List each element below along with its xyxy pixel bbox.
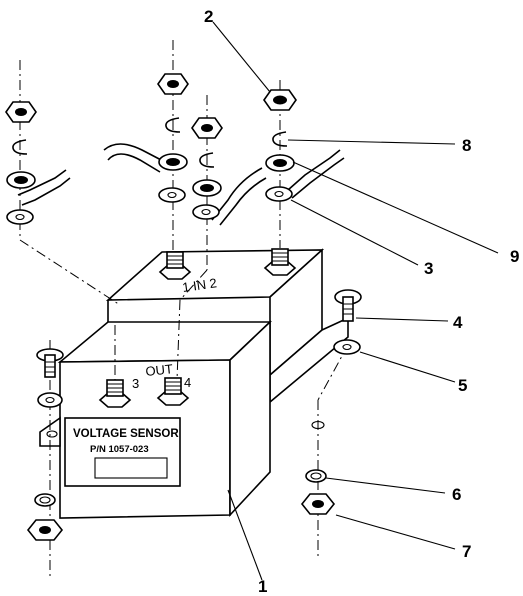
callout-1: 1 [258, 577, 267, 596]
callout-9: 9 [510, 247, 519, 266]
in-terminals-label: 1 IN 2 [181, 275, 217, 295]
nameplate [64, 417, 181, 487]
hardware-stack-in2 [263, 89, 297, 202]
callout-8: 8 [462, 136, 471, 155]
callout-6: 6 [452, 485, 461, 504]
terminal-4-label: 4 [184, 375, 191, 390]
callout-2: 2 [204, 7, 213, 26]
callout-4: 4 [453, 313, 463, 332]
nameplate-line2: P/N 1057-023 [90, 444, 149, 455]
lower-block-side [229, 320, 271, 518]
nameplate-line1: VOLTAGE SENSOR [73, 428, 179, 440]
callout-numbers: 1 2 3 4 5 6 7 8 9 [204, 7, 519, 596]
callout-5: 5 [458, 376, 467, 395]
hardware-stack-in1 [157, 73, 189, 203]
leader-lines [212, 21, 499, 581]
out-label: OUT [145, 361, 174, 379]
terminal-studs [98, 248, 297, 408]
callout-3: 3 [424, 259, 433, 278]
left-mounting-flange [39, 416, 61, 447]
hardware-stack-left [5, 101, 37, 225]
hardware-stack-out4 [191, 117, 223, 220]
wires [17, 143, 345, 226]
terminal-3-label: 3 [132, 376, 139, 391]
callout-7: 7 [462, 542, 471, 561]
nameplate-window [94, 457, 168, 479]
right-mounting-hardware [300, 289, 362, 515]
left-mounting-hardware [26, 348, 64, 541]
